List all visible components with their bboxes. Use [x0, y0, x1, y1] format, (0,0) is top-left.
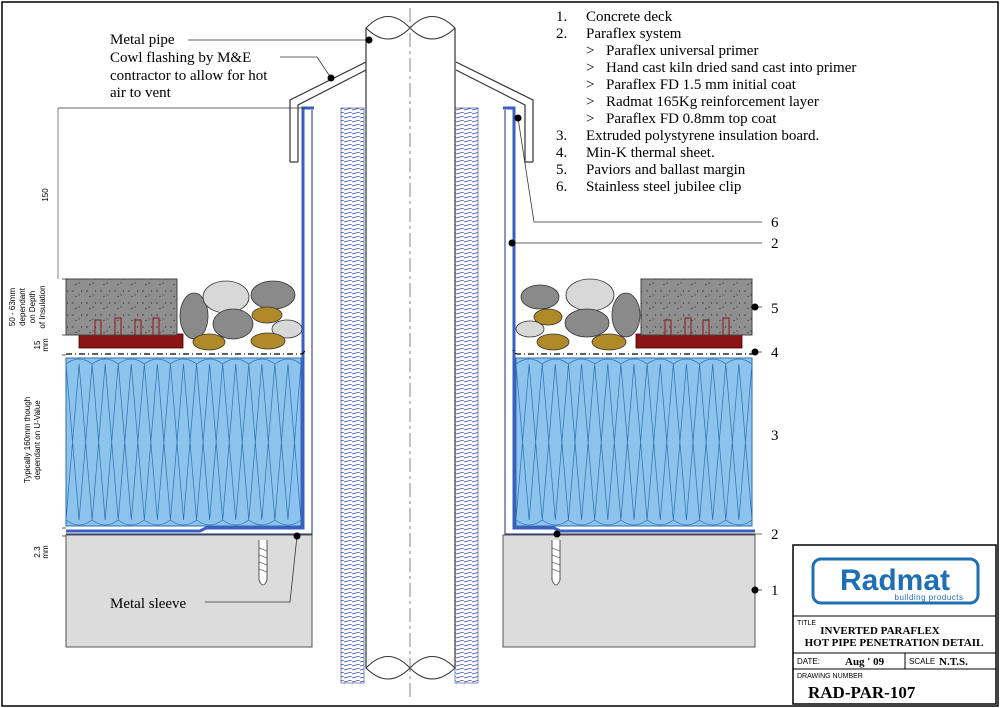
- legend-item-number: 1.: [556, 9, 567, 25]
- paving-support-pad-left: [78, 333, 184, 349]
- callout-metal-sleeve: Metal sleeve: [110, 596, 187, 612]
- legend-item-number: 4.: [556, 145, 567, 161]
- date-value: Aug ' 09: [845, 656, 885, 668]
- metal-pipe: [365, 8, 456, 700]
- marker-1: 1: [771, 583, 779, 599]
- min-k-sheet-right: [512, 347, 755, 355]
- insulation-pattern: [65, 358, 302, 526]
- scale-label: SCALE: [909, 657, 935, 666]
- drawing-number-label: DRAWING NUMBER: [797, 673, 863, 680]
- legend-item-text: Hand cast kiln dried sand cast into prim…: [606, 60, 856, 76]
- legend-item-number: >: [586, 77, 594, 93]
- legend-item-text: Paraflex FD 1.5 mm initial coat: [606, 77, 797, 93]
- dim-150: 150: [41, 188, 50, 202]
- insulation-pattern: [515, 358, 753, 526]
- concrete-deck-right: [502, 534, 756, 648]
- ballast-right: [515, 278, 641, 351]
- legend-item-text: Radmat 165Kg reinforcement layer: [606, 94, 819, 110]
- dim-15-value: 15: [33, 340, 42, 349]
- metal-sleeve-hatch: [340, 107, 479, 684]
- marker-6: 6: [771, 215, 779, 231]
- marker-2-top: 2: [771, 236, 779, 252]
- scale-value: N.T.S.: [939, 656, 968, 668]
- concrete-deck-left: [65, 534, 313, 648]
- marker-3: 3: [771, 428, 779, 444]
- cowl-flashing: [289, 61, 534, 163]
- legend-item-text: Stainless steel jubilee clip: [586, 179, 741, 195]
- insulation-fill: [65, 357, 302, 527]
- legend-item-text: Paraflex universal primer: [606, 43, 758, 59]
- dim-paviors-3: on Depth: [28, 291, 37, 323]
- dim-2-3-value: 2.3: [33, 546, 42, 558]
- callout-metal-pipe: Metal pipe: [110, 32, 175, 48]
- marker-2-bottom: 2: [771, 527, 779, 543]
- leader-dots: [293, 36, 759, 594]
- dim-paviors-2: dependant: [18, 287, 27, 326]
- pavior-right: [640, 278, 753, 336]
- title-label: TITLE: [797, 620, 816, 627]
- legend-item-text: Paviors and ballast margin: [586, 162, 746, 178]
- title-line1: INVERTED PARAFLEX: [820, 625, 940, 637]
- legend-item-number: >: [586, 94, 594, 110]
- insulation-board-right: [515, 357, 753, 527]
- legend-item-text: Concrete deck: [586, 9, 673, 25]
- leader-lines: [188, 39, 762, 603]
- marker-4: 4: [771, 345, 779, 361]
- legend-item-number: >: [586, 111, 594, 127]
- callout-cowl-line3: air to vent: [110, 85, 172, 101]
- legend-item-text: Extruded polystyrene insulation board.: [586, 128, 819, 144]
- date-label: DATE:: [797, 657, 820, 666]
- drawing-number: RAD-PAR-107: [808, 683, 916, 702]
- dim-paviors-4: of Insulation: [38, 285, 47, 328]
- title-line2: HOT PIPE PENETRATION DETAIL: [805, 637, 984, 649]
- legend-item-text: Paraflex system: [586, 26, 682, 42]
- min-k-sheet-left: [66, 347, 306, 355]
- ballast-left: [179, 280, 303, 351]
- dim-15-unit: mm: [41, 338, 50, 352]
- callout-cowl-line2: contractor to allow for hot: [110, 68, 268, 84]
- dim-paviors-1: 50 - 63mm: [8, 288, 17, 327]
- anchor-right: [551, 540, 561, 586]
- radmat-logo: [811, 557, 980, 605]
- legend-item-number: 6.: [556, 179, 567, 195]
- logo-tagline: building products: [895, 593, 964, 602]
- paving-support-pad-right: [635, 333, 743, 349]
- dim-insulation-1: Typically 160mm though: [23, 397, 32, 483]
- legend-item-number: 2.: [556, 26, 567, 42]
- marker-5: 5: [771, 301, 779, 317]
- logo-name: Radmat: [840, 564, 950, 597]
- title-block: [792, 544, 997, 705]
- dim-2-3-unit: mm: [41, 545, 50, 559]
- legend-item-number: >: [586, 60, 594, 76]
- pavior-left: [65, 278, 178, 336]
- insulation-board-left: [65, 357, 302, 527]
- dimension-lines: [57, 107, 305, 537]
- legend-item-text: Min-K thermal sheet.: [586, 145, 715, 161]
- callout-cowl-line1: Cowl flashing by M&E: [110, 50, 251, 66]
- dim-insulation-2: dependant on U-Value: [33, 400, 42, 480]
- legend-item-number: 5.: [556, 162, 567, 178]
- legend-item-text: Paraflex FD 0.8mm top coat: [606, 111, 777, 127]
- insulation-fill: [515, 357, 753, 527]
- legend-item-number: >: [586, 43, 594, 59]
- legend-item-number: 3.: [556, 128, 567, 144]
- anchor-left: [258, 540, 268, 586]
